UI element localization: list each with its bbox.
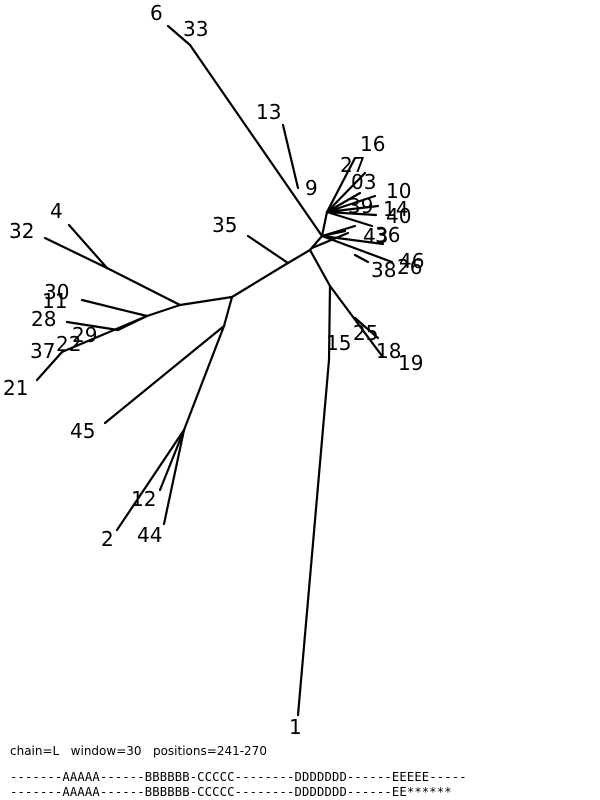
tree-branch (296, 358, 331, 717)
leaf-label: 2 (101, 527, 114, 551)
leaf-label: 15 (326, 331, 351, 355)
leaf-label: 33 (183, 17, 208, 41)
tree-branch (328, 284, 384, 358)
leaf-label: 28 (31, 307, 56, 331)
tree-branch (162, 428, 186, 526)
leaf-label: 27 (340, 153, 365, 177)
tree-branch (35, 350, 64, 382)
leaf-label: 25 (353, 321, 378, 345)
tree-branch (188, 43, 324, 238)
tree-branch (308, 248, 332, 288)
leaf-label: 32 (9, 219, 34, 243)
sequence-row-1: -------AAAAA------BBBBBB-CCCCC--------DD… (10, 770, 467, 784)
leaf-label: 9 (305, 176, 318, 200)
tree-branch (230, 261, 290, 299)
leaf-label: 46 (399, 249, 424, 273)
tree-branch (320, 234, 385, 246)
leaf-label: 10 (386, 179, 411, 203)
tree-caption: chain=L window=30 positions=241-270 (10, 744, 267, 758)
leaf-label: 13 (256, 100, 281, 124)
tree-branch (105, 266, 182, 307)
tree-branch (222, 295, 234, 328)
tree-branch (158, 428, 186, 492)
tree-branch (67, 223, 109, 270)
tree-branch (325, 156, 357, 214)
tree-branch (325, 210, 374, 228)
leaf-label: 44 (137, 523, 162, 547)
tree-branch (60, 314, 149, 354)
leaf-label: 14 (383, 197, 408, 221)
tree-branch (353, 316, 380, 340)
tree-branch (281, 123, 300, 190)
tree-branch (246, 234, 290, 265)
tree-branch (320, 229, 347, 238)
leaf-label: 29 (72, 323, 97, 347)
tree-branch (325, 210, 378, 217)
tree-branch (178, 295, 234, 307)
tree-branches (35, 24, 394, 717)
leaf-label: 22 (56, 332, 81, 356)
leaf-label: 45 (70, 419, 95, 443)
tree-branch (327, 284, 332, 362)
leaf-label: 12 (131, 487, 156, 511)
leaf-label: 39 (348, 194, 373, 218)
leaf-label: 18 (376, 339, 401, 363)
tree-branch (325, 194, 377, 214)
leaf-label: 30 (44, 280, 69, 304)
leaf-label: 21 (3, 376, 28, 400)
leaf-label: 26 (397, 255, 422, 279)
tree-branch (182, 324, 226, 432)
tree-branch (103, 324, 226, 425)
leaf-label: 35 (212, 213, 237, 237)
leaf-label: 03 (351, 170, 376, 194)
tree-branch (115, 428, 186, 532)
tree-branch (65, 320, 120, 332)
tree-branch (310, 231, 350, 250)
sequence-row-2: -------AAAAA------BBBBBB-CCCCC--------DD… (10, 785, 452, 799)
tree-branch (80, 298, 149, 318)
leaf-label: 6 (150, 1, 163, 25)
leaf-label: 37 (30, 339, 55, 363)
tree-branch (325, 191, 362, 214)
tree-branch (325, 171, 367, 214)
tree-branch (166, 24, 192, 47)
tree-branch (320, 234, 394, 264)
leaf-label: 11 (42, 289, 67, 313)
tree-branch (320, 210, 329, 238)
tree-branch (325, 204, 380, 214)
leaf-label: 43 (363, 224, 388, 248)
leaf-label: 4 (50, 199, 63, 223)
leaf-label: 16 (360, 132, 385, 156)
leaf-label: 36 (375, 223, 400, 247)
tree-branch (353, 253, 370, 264)
tree-branch (286, 248, 312, 265)
leaf-label: 1 (289, 715, 302, 739)
leaf-label: 38 (371, 258, 396, 282)
leaf-label: 19 (398, 351, 423, 375)
tree-branch (43, 236, 109, 270)
tree-branch (145, 303, 182, 318)
leaf-label: 40 (386, 204, 411, 228)
